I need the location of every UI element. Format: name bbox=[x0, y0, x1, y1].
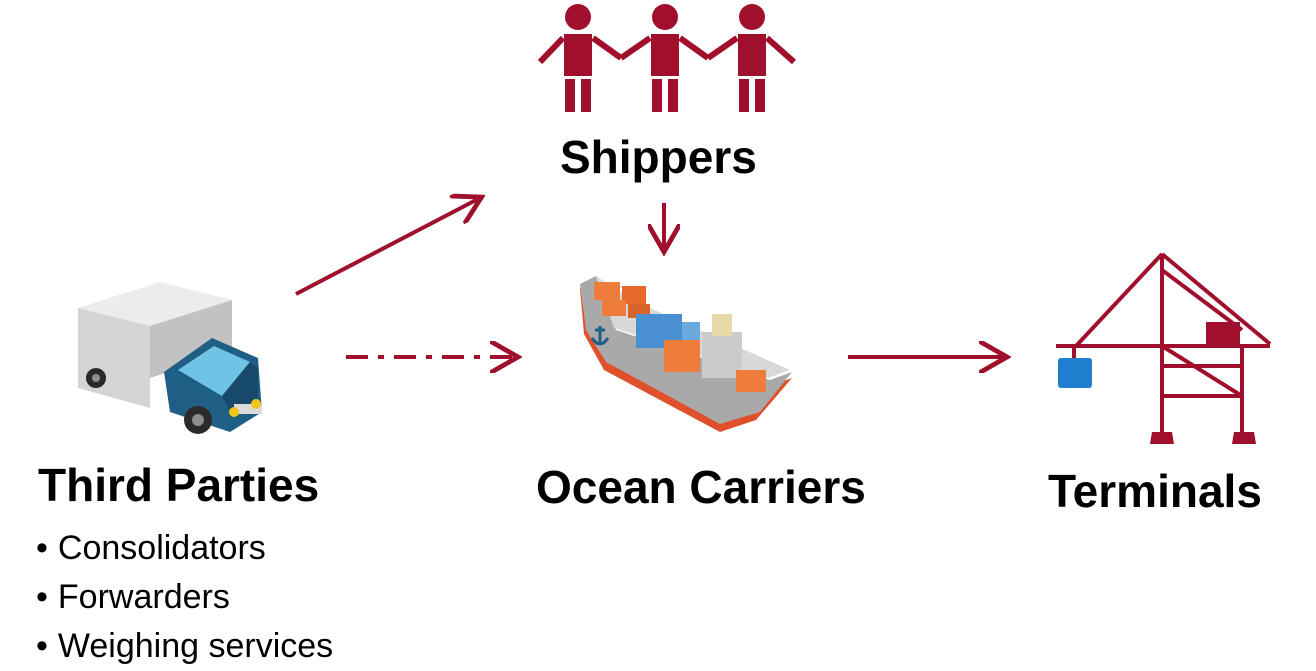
arrow-third-parties-to-shippers bbox=[295, 199, 478, 296]
list-item: Weighing services bbox=[36, 622, 333, 671]
third-parties-list: Consolidators Forwarders Weighing servic… bbox=[36, 524, 333, 671]
shippers-label: Shippers bbox=[560, 131, 757, 183]
person-figure bbox=[619, 4, 710, 112]
third-parties-label: Third Parties bbox=[38, 459, 320, 511]
truck-icon bbox=[78, 282, 262, 434]
container-ship-icon bbox=[580, 276, 792, 432]
person-figure bbox=[706, 4, 796, 112]
list-item: Consolidators bbox=[36, 524, 333, 573]
terminals-label: Terminals bbox=[1048, 465, 1262, 517]
ocean-carriers-label: Ocean Carriers bbox=[536, 461, 866, 513]
list-item: Forwarders bbox=[36, 573, 333, 622]
people-icon bbox=[537, 4, 796, 112]
person-figure bbox=[537, 4, 623, 112]
anchor-icon bbox=[590, 326, 610, 346]
gantry-crane-icon bbox=[1056, 252, 1272, 444]
